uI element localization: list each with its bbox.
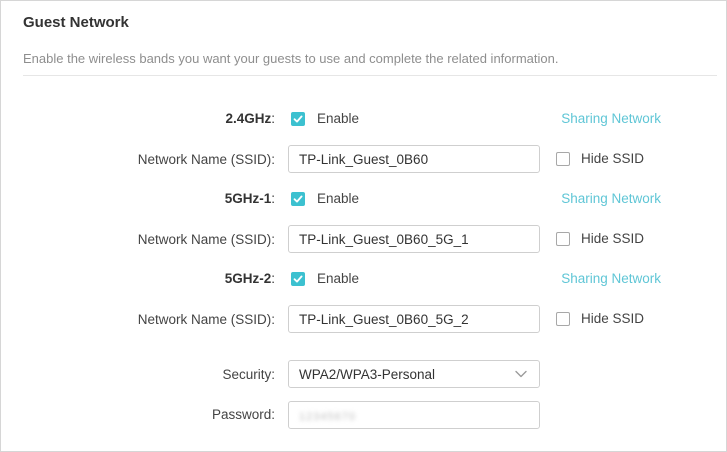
section-description: Enable the wireless bands you want your … <box>23 51 559 66</box>
ssid-input-5g1[interactable] <box>288 225 540 253</box>
password-value: 12345670 <box>299 411 356 423</box>
security-select[interactable]: WPA2/WPA3-Personal <box>288 360 540 388</box>
ssid-label-5g1: Network Name (SSID): <box>137 232 275 247</box>
sharing-network-link-2g[interactable]: Sharing Network <box>561 111 661 126</box>
enable-label-2g: Enable <box>317 111 360 126</box>
chevron-down-icon <box>515 370 527 378</box>
check-icon <box>293 115 303 123</box>
hide-ssid-checkbox-5g2[interactable] <box>556 312 570 326</box>
hide-ssid-label-5g2: Hide SSID <box>581 311 645 326</box>
enable-checkbox-2g[interactable] <box>291 112 305 126</box>
enable-checkbox-5g2[interactable] <box>291 272 305 286</box>
security-label: Security: <box>222 367 275 382</box>
ssid-input-2g[interactable] <box>288 145 540 173</box>
sharing-network-link-5g1[interactable]: Sharing Network <box>561 191 661 206</box>
band-label-5g2: 5GHz-2: <box>224 271 275 286</box>
hide-ssid-label-2g: Hide SSID <box>581 151 645 166</box>
password-input[interactable] <box>288 401 540 429</box>
band-label-2g: 2.4GHz: <box>225 111 275 126</box>
hide-ssid-checkbox-2g[interactable] <box>556 152 570 166</box>
ssid-input-5g2[interactable] <box>288 305 540 333</box>
divider <box>23 75 717 76</box>
enable-label-5g1: Enable <box>317 191 360 206</box>
sharing-network-link-5g2[interactable]: Sharing Network <box>561 271 661 286</box>
check-icon <box>293 275 303 283</box>
check-icon <box>293 195 303 203</box>
enable-checkbox-5g1[interactable] <box>291 192 305 206</box>
enable-label-5g2: Enable <box>317 271 360 286</box>
ssid-label-5g2: Network Name (SSID): <box>137 312 275 327</box>
password-label: Password: <box>211 407 275 422</box>
section-title: Guest Network <box>23 14 129 31</box>
ssid-label-2g: Network Name (SSID): <box>137 152 275 167</box>
security-value: WPA2/WPA3-Personal <box>299 367 436 382</box>
hide-ssid-label-5g1: Hide SSID <box>581 231 645 246</box>
band-label-5g1: 5GHz-1: <box>224 191 275 206</box>
hide-ssid-checkbox-5g1[interactable] <box>556 232 570 246</box>
